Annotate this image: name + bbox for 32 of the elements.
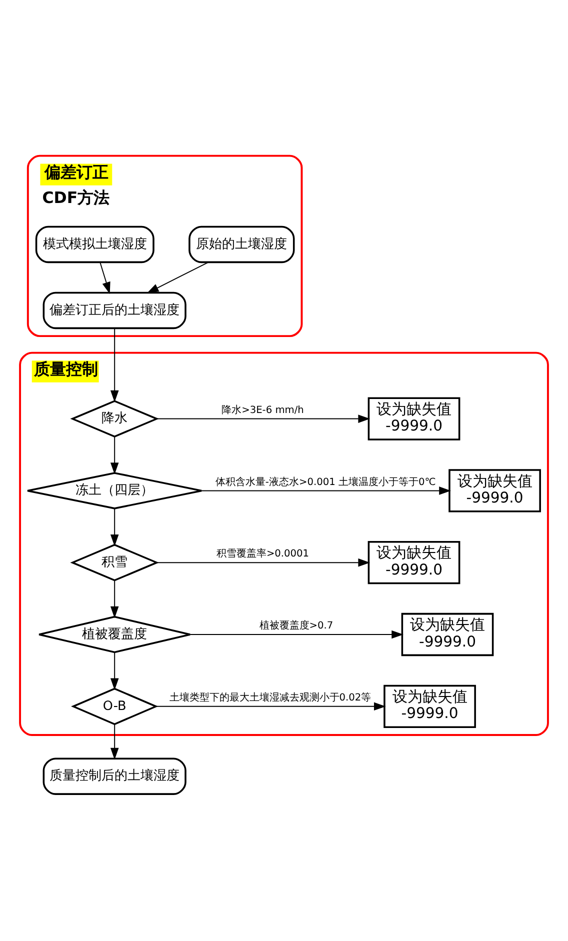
node-box: 设为缺失值 -9999.0	[368, 396, 460, 440]
edge-label: 体积含水量-液态水>0.001 土壤温度小于等于0℃	[215, 476, 436, 488]
node-diamond: 植被覆盖度	[38, 615, 191, 653]
edge-label: 植被覆盖度>0.7	[259, 620, 334, 632]
arrow	[110, 580, 119, 618]
node-diamond: 积雪	[70, 543, 159, 581]
arrow	[156, 414, 370, 422]
node-box: 设为缺失值 -9999.0	[368, 540, 460, 584]
node-box: 设为缺失值 -9999.0	[448, 468, 541, 512]
node-box: 设为缺失值 -9999.0	[401, 612, 494, 656]
arrow	[156, 558, 370, 566]
node-box: 设为缺失值 -9999.0	[384, 684, 476, 728]
arrow	[156, 702, 386, 710]
node-box: 偏差订正后的土壤湿度	[42, 291, 186, 329]
node-diamond: O-B	[71, 687, 158, 725]
node-box: 模式模拟土壤湿度	[35, 225, 154, 263]
arrow	[110, 651, 119, 690]
arrow	[110, 436, 119, 474]
arrow	[110, 723, 119, 760]
arrow	[146, 261, 209, 293]
edge-label: 降水>3E-6 mm/h	[222, 404, 304, 416]
arrow	[100, 261, 110, 294]
node-diamond: 冻土（四层）	[26, 472, 203, 509]
arrow	[190, 630, 404, 638]
node-diamond: 降水	[70, 400, 159, 437]
edge-label: 积雪覆盖率>0.0001	[216, 548, 310, 560]
node-box: 质量控制后的土壤湿度	[42, 757, 186, 794]
edge-label: 土壤类型下的最大土壤湿减去观测小于0.02等	[169, 692, 372, 703]
arrow	[110, 508, 119, 546]
arrow	[110, 328, 119, 402]
arrow	[201, 486, 451, 494]
node-box: 原始的土壤湿度	[188, 225, 295, 263]
